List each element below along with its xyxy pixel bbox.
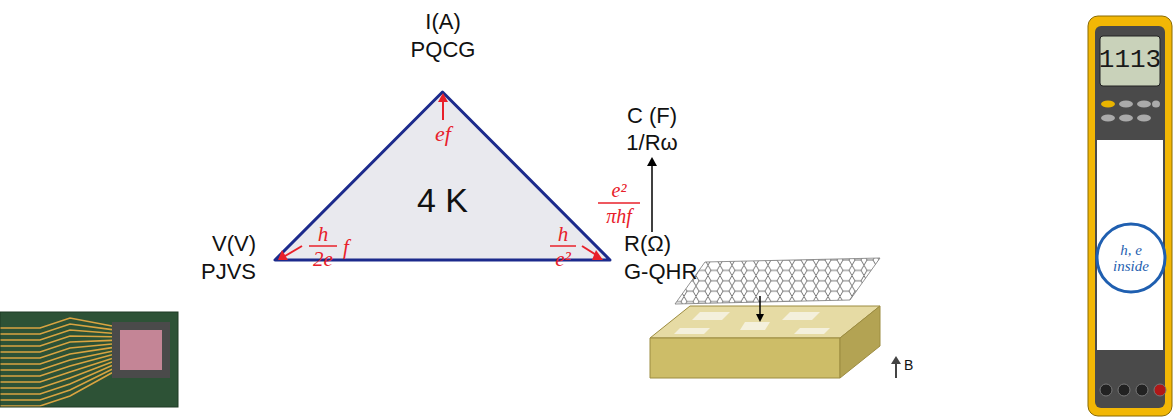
multimeter: [1088, 16, 1172, 416]
formula-text: e²: [555, 248, 571, 271]
quantity-label: V(V): [212, 232, 256, 256]
arrowhead: [278, 250, 288, 260]
formula-text: 2e: [313, 248, 333, 271]
formula-text: h: [318, 223, 329, 246]
quantity-label: PJVS: [201, 260, 256, 284]
display-reading: 1113: [1099, 46, 1161, 75]
red-arrow: [285, 246, 302, 256]
formula-text: f: [343, 236, 349, 259]
chip-photo: [0, 312, 178, 407]
arrowhead: [592, 250, 603, 260]
formula-text: ef: [435, 122, 451, 146]
fraction-bar: [598, 202, 640, 204]
arrow-line: [651, 164, 653, 232]
red-arrow: [442, 100, 444, 120]
formula-text: πhf: [606, 205, 632, 227]
node-text: h, e inside: [1095, 242, 1167, 275]
quantity-label: 1/Rω: [626, 131, 677, 155]
quantity-label: I(A): [425, 10, 460, 34]
arrowhead: [647, 157, 657, 166]
quantity-label: C (F): [627, 104, 677, 128]
quantity-label: PQCG: [411, 38, 476, 62]
quantity-label: B: [904, 358, 913, 373]
arrowhead: [438, 93, 448, 102]
quantity-label: G-QHR: [624, 260, 697, 284]
formula-text: e²: [612, 179, 627, 201]
node-text: 4 K: [273, 182, 612, 219]
formula-text: h: [558, 223, 569, 246]
logo-circle: h, e inside: [1095, 222, 1167, 294]
quantity-label: R(Ω): [624, 232, 671, 256]
